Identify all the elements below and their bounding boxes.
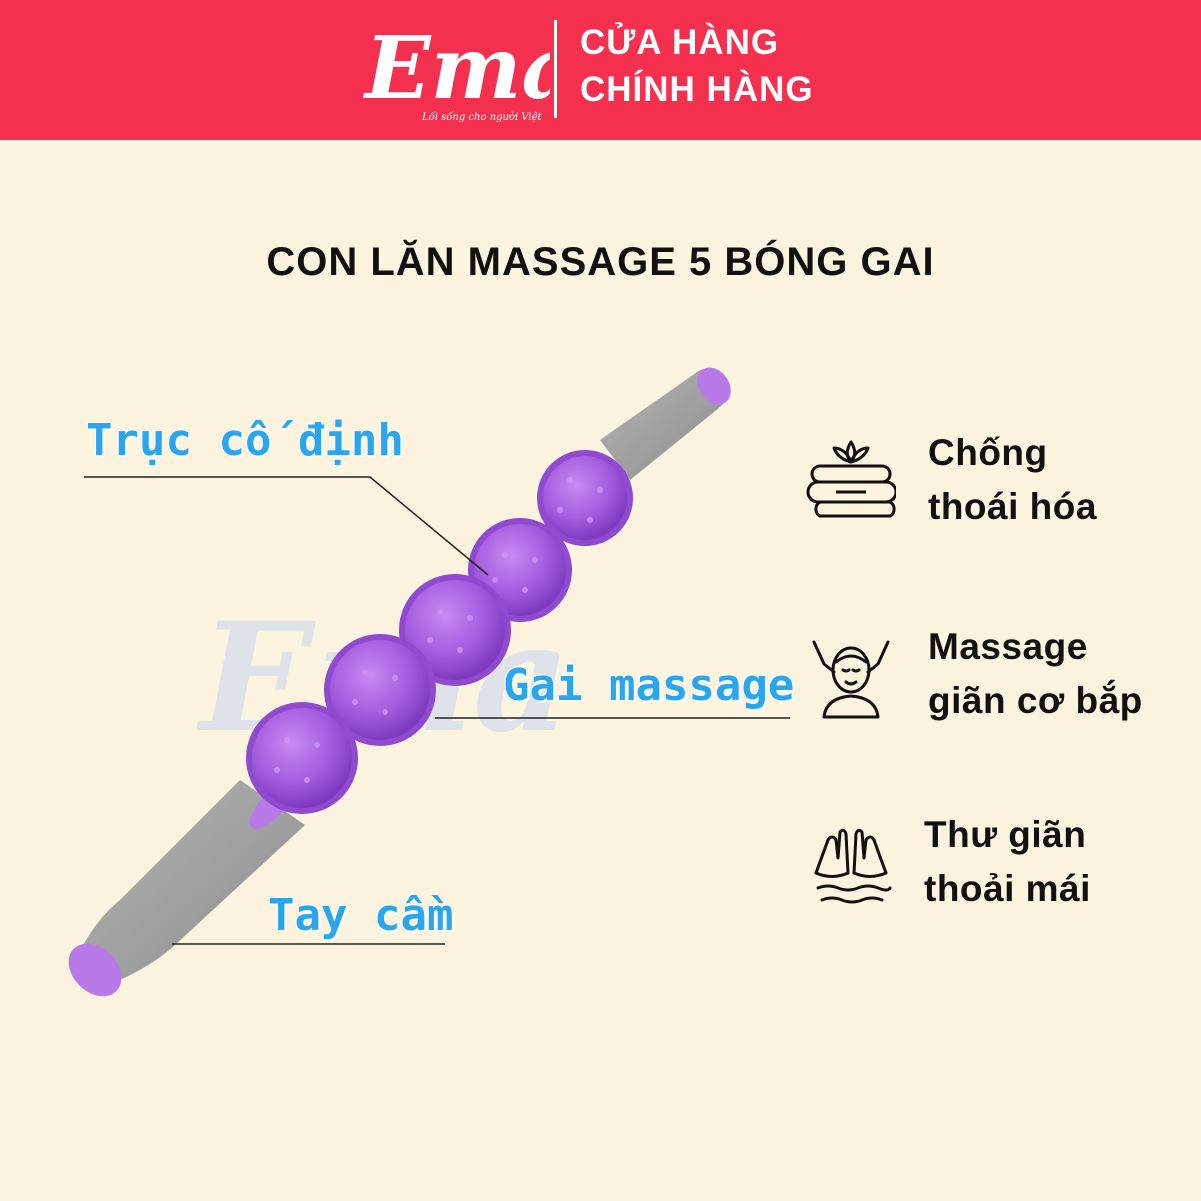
callout-handle: Tay cầm (268, 890, 454, 941)
spiky-ball (399, 574, 511, 686)
ema-logo: Ema Lối sống cho người Việt (362, 18, 550, 123)
feature-1-text: Chống thoái hóa (928, 426, 1097, 534)
banner-line-1: CỬA HÀNG (580, 23, 780, 62)
massage-roller-illustration: Ema (68, 367, 790, 997)
feature-2-text: Massage giãn cơ bắp (928, 620, 1143, 728)
feature-2-line-1: Massage (928, 626, 1088, 667)
hands-relax-icon (814, 828, 892, 904)
logo-tagline: Lối sống cho người Việt (421, 112, 542, 123)
feature-1-line-2: thoái hóa (928, 486, 1097, 527)
feature-2-line-2: giãn cơ bắp (928, 680, 1143, 721)
logo-wordmark: Ema (362, 18, 550, 119)
page-title: CON LĂN MASSAGE 5 BÓNG GAI (266, 240, 935, 284)
banner-line-2: CHÍNH HÀNG (580, 70, 814, 109)
callout-spikes: Gai massage (503, 660, 795, 711)
store-banner: Ema Lối sống cho người Việt CỬA HÀNG CHÍ… (0, 0, 1201, 140)
feature-3-text: Thư giãn thoải mái (924, 808, 1091, 916)
face-massage-icon (812, 640, 890, 719)
feature-3-line-1: Thư giãn (924, 814, 1087, 855)
spiky-ball (324, 634, 436, 746)
spiky-balls (246, 450, 633, 814)
spiky-ball (246, 702, 358, 814)
callout-axle: Trục cố định (86, 415, 404, 466)
feature-1-line-1: Chống (928, 432, 1048, 473)
towel-lotus-icon (806, 440, 896, 518)
banner-divider (554, 20, 557, 118)
feature-3-line-2: thoải mái (924, 868, 1091, 909)
spiky-ball (537, 450, 633, 546)
leader-line-axle (84, 476, 489, 576)
upper-handle (600, 367, 731, 480)
